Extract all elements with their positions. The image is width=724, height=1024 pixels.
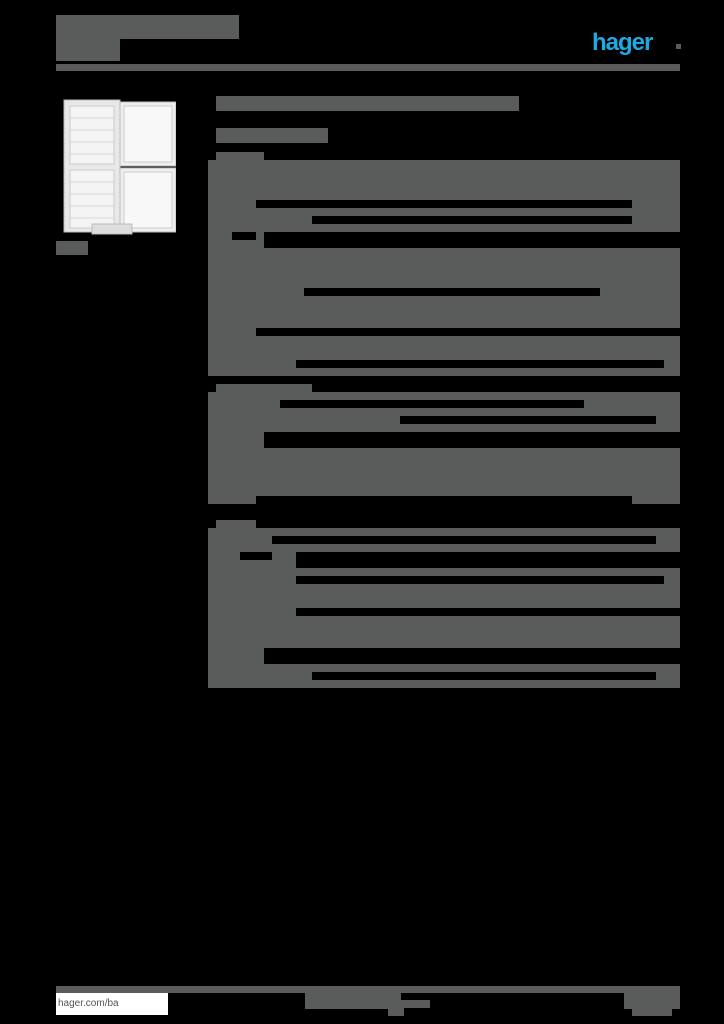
header-rule: [56, 64, 680, 71]
website-link[interactable]: hager.com/ba: [56, 993, 168, 1015]
footer-rule: [56, 986, 680, 993]
product-caption-redacted: [56, 241, 88, 255]
doc-subtitle-redacted: [56, 39, 120, 61]
table-block: [208, 392, 680, 504]
product-image: [62, 98, 177, 236]
footer-right-redacted: [624, 993, 680, 1009]
group-heading: [216, 384, 312, 394]
logo-mark-icon: [676, 44, 681, 49]
hager-logo[interactable]: hager: [592, 29, 653, 56]
section-title-redacted: [216, 96, 519, 111]
footer-right-sub-redacted: [632, 1008, 672, 1016]
footer-center-sub-redacted: [390, 1000, 430, 1008]
enclosure-cabinet-icon: [62, 98, 177, 236]
page-number-redacted: [388, 1008, 404, 1016]
footer-center-redacted: [305, 993, 401, 1009]
doc-title-redacted: [56, 15, 239, 39]
section-subtitle-redacted: [216, 128, 328, 143]
table-block: [208, 232, 680, 376]
group-heading: [216, 520, 256, 530]
group-heading: [216, 152, 264, 162]
